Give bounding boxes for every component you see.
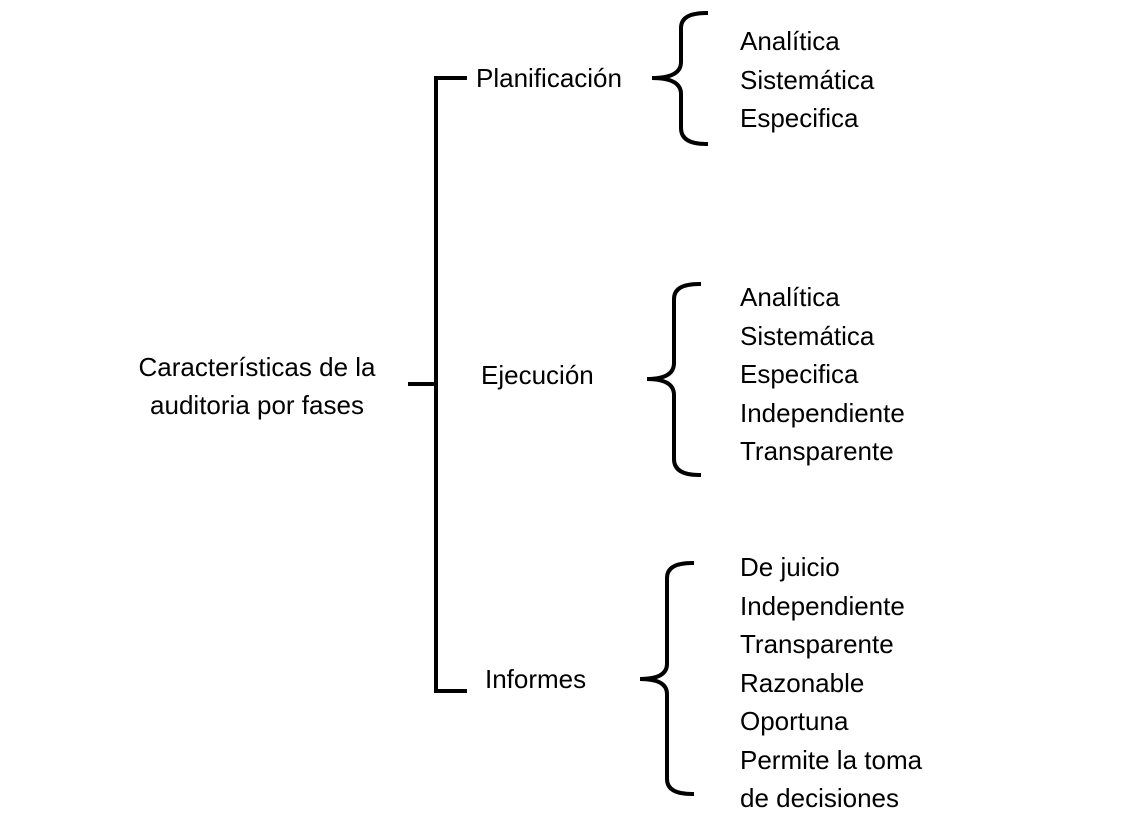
- list-item: Independiente: [740, 397, 905, 428]
- ejecucion-item-list: Analítica Sistemática Especifica Indepen…: [740, 278, 905, 471]
- list-item: Especifica: [740, 359, 859, 389]
- list-item: Especifica: [740, 103, 859, 133]
- brace-ejecucion: [646, 281, 702, 478]
- brace-planificacion: [651, 10, 709, 147]
- main-bracket: [434, 76, 467, 693]
- phase-ejecucion-label: Ejecución: [481, 360, 594, 390]
- list-item: Oportuna: [740, 706, 849, 736]
- root-node: Características de la auditoria por fase…: [118, 348, 396, 424]
- list-item: Permite la toma: [740, 744, 923, 775]
- planificacion-item-list: Analítica Sistemática Especifica: [740, 22, 874, 138]
- list-item: Sistemática: [740, 320, 875, 351]
- root-line-1: Características de la: [138, 352, 376, 382]
- phase-informes-label: Informes: [485, 664, 587, 694]
- brace-informes: [639, 560, 695, 797]
- informes-item-list: De juicio Independiente Transparente Raz…: [740, 548, 922, 818]
- list-item: Analítica: [740, 26, 840, 56]
- list-item: Transparente: [740, 436, 894, 466]
- phase-planificacion-label: Planificación: [476, 63, 622, 93]
- list-item: Razonable: [740, 667, 865, 698]
- list-item: Sistemática: [740, 64, 875, 95]
- list-item: Independiente: [740, 590, 905, 621]
- root-line-2: auditoria por fases: [150, 390, 364, 420]
- list-item: Analítica: [740, 282, 840, 312]
- list-item: de decisiones: [740, 783, 899, 813]
- list-item: Transparente: [740, 629, 894, 659]
- list-item: De juicio: [740, 552, 840, 582]
